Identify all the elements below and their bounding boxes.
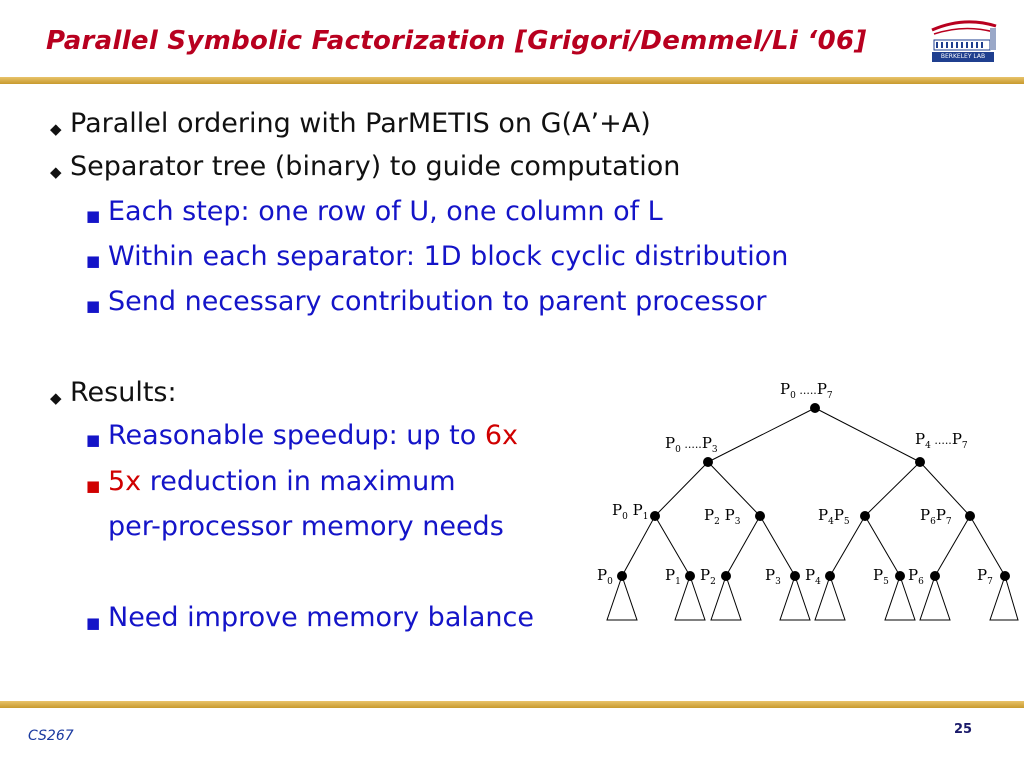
sub-bullet-send-contribution: Send necessary contribution to parent pr… — [108, 286, 767, 317]
sub-bullet-memory-reduction: 5x reduction in maximum — [108, 466, 456, 497]
sub-bullet-within-separator: Within each separator: 1D block cyclic d… — [108, 241, 789, 272]
sub-bullet-memory-continuation: per-processor memory needs — [108, 511, 504, 542]
tree-label-p4-p5: P4P5 — [818, 506, 850, 527]
bullet-results: Results: — [70, 377, 177, 408]
tree-label-left: P0 .....P3 — [665, 434, 718, 455]
sub-bullet-memory-balance: Need improve memory balance — [108, 602, 534, 633]
square-bullet-icon: ■ — [86, 431, 101, 449]
berkeley-lab-logo-text: BERKELEY LAB — [932, 52, 994, 62]
tree-leaf-node — [930, 571, 940, 581]
title-divider — [0, 77, 1024, 84]
tree-node — [965, 511, 975, 521]
tree-leaf-label: P2 — [700, 566, 716, 587]
tree-leaf-node — [790, 571, 800, 581]
tree-label-p2-p3: P2 P3 — [704, 506, 741, 527]
diamond-bullet-icon: ◆ — [50, 163, 62, 181]
tree-label-p0-p1: P0 P1 — [612, 501, 648, 522]
tree-label-p6-p7: P6P7 — [920, 506, 952, 527]
tree-leaf-node — [825, 571, 835, 581]
tree-node-right — [915, 457, 925, 467]
tree-node — [860, 511, 870, 521]
square-bullet-icon: ■ — [86, 297, 101, 315]
tree-node-root — [810, 403, 820, 413]
page-number: 25 — [954, 722, 973, 737]
memory-reduction-text: reduction in maximum — [141, 466, 456, 497]
tree-node — [755, 511, 765, 521]
square-bullet-icon: ■ — [86, 207, 101, 225]
tree-label-root: P0 .....P7 — [780, 380, 833, 401]
tree-leaf-label: P6 — [908, 566, 924, 587]
berkeley-lab-logo — [931, 20, 997, 51]
bullet-separator-tree: Separator tree (binary) to guide computa… — [70, 151, 681, 182]
tree-leaf-node — [685, 571, 695, 581]
tree-leaf-label: P1 — [665, 566, 681, 587]
tree-leaf-node — [1000, 571, 1010, 581]
footer-divider — [0, 701, 1024, 708]
tree-node — [650, 511, 660, 521]
tree-leaf-node — [895, 571, 905, 581]
bullet-parallel-ordering: Parallel ordering with ParMETIS on G(A’+… — [70, 108, 651, 139]
sub-bullet-each-step: Each step: one row of U, one column of L — [108, 196, 663, 227]
diamond-bullet-icon: ◆ — [50, 120, 62, 138]
square-bullet-icon: ■ — [86, 614, 101, 632]
tree-leaf-label: P3 — [765, 566, 781, 587]
memory-reduction-value: 5x — [108, 466, 142, 497]
tree-leaf-label: P0 — [597, 566, 613, 587]
tree-leaf-label: P7 — [977, 566, 993, 587]
tree-leaf-label: P5 — [873, 566, 889, 587]
tree-leaf-node — [721, 571, 731, 581]
tree-leaf-label: P4 — [805, 566, 821, 587]
speedup-text: Reasonable speedup: up to — [108, 420, 485, 451]
tree-label-right: P4 .....P7 — [915, 430, 968, 451]
square-bullet-icon: ■ — [86, 477, 101, 495]
tree-node-left — [703, 457, 713, 467]
slide-title: Parallel Symbolic Factorization [Grigori… — [46, 26, 867, 56]
sub-bullet-speedup: Reasonable speedup: up to 6x — [108, 420, 518, 451]
speedup-value: 6x — [484, 420, 518, 451]
square-bullet-icon: ■ — [86, 252, 101, 270]
tree-leaf-node — [617, 571, 627, 581]
course-label: CS267 — [28, 728, 74, 744]
diamond-bullet-icon: ◆ — [50, 389, 62, 407]
